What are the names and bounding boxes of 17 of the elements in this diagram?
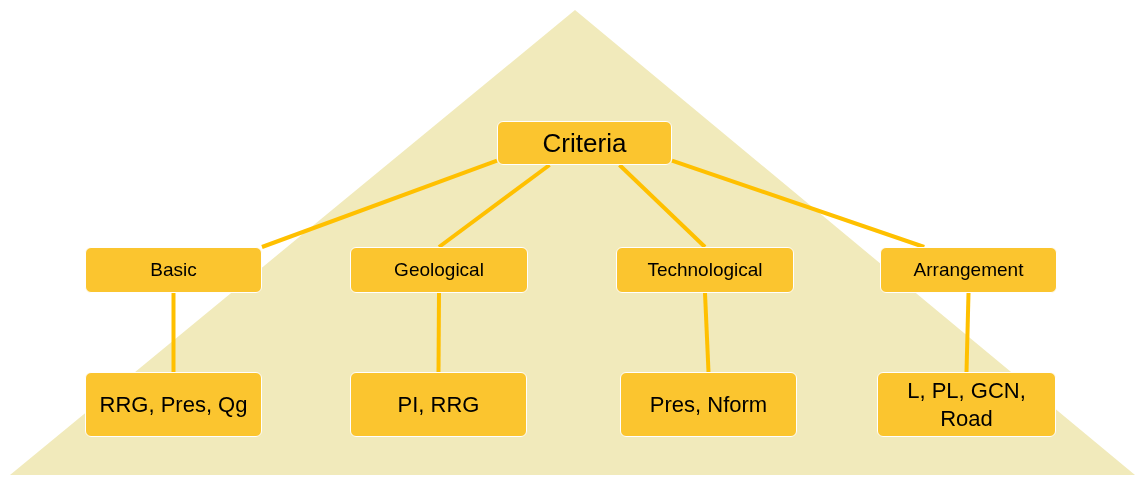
connector-line: [261, 158, 498, 249]
category-box: Technological: [616, 247, 794, 293]
category-box: RRG, Pres, Qg: [85, 372, 262, 437]
connector-line: [671, 158, 925, 249]
connector-line: [618, 163, 707, 249]
category-box: Criteria: [497, 121, 672, 165]
category-box: Pres, Nform: [620, 372, 797, 437]
connector-line: [964, 292, 971, 373]
category-box: L, PL, GCN, Road: [877, 372, 1056, 437]
connector-line: [703, 292, 711, 373]
connector-line: [436, 293, 441, 372]
category-box: Geological: [350, 247, 528, 293]
category-box: PI, RRG: [350, 372, 527, 437]
connector-line: [437, 163, 551, 249]
connector-line: [171, 293, 176, 372]
category-box: Arrangement: [880, 247, 1057, 293]
category-box: Basic: [85, 247, 262, 293]
